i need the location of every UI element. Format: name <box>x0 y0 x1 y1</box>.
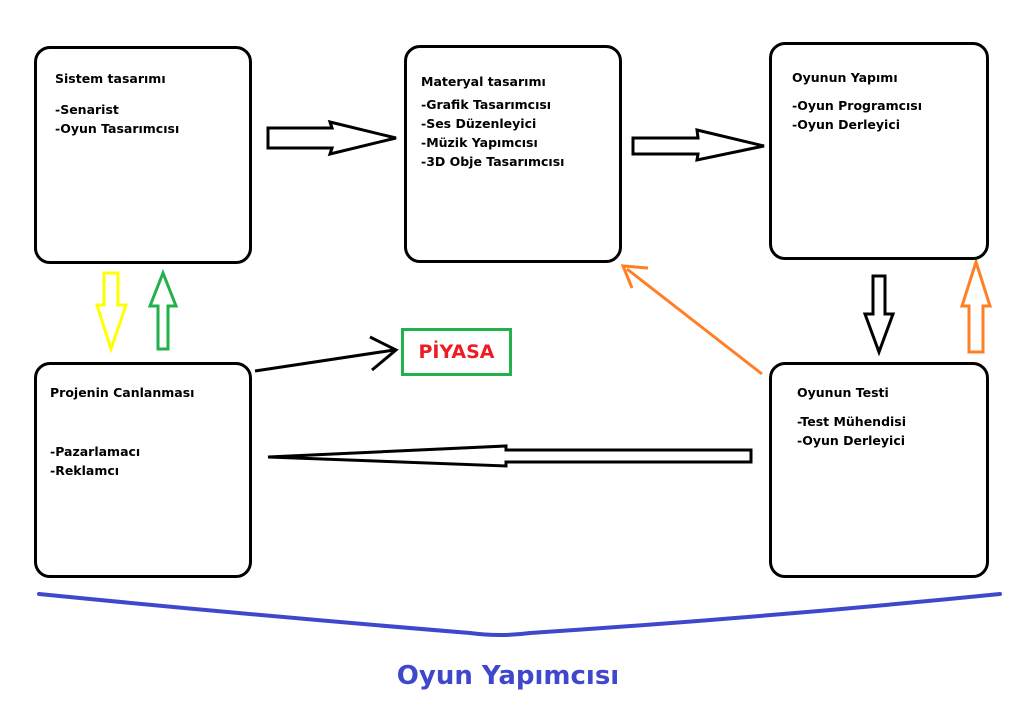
arrow-canlanma-to-sistem <box>147 268 179 351</box>
oyun-yapimcisi-brace <box>37 592 1002 637</box>
oyunun-yapimi-box: Oyunun Yapımı -Oyun Programcısı -Oyun De… <box>769 42 989 260</box>
arrow-sistem-to-canlanma <box>94 271 129 354</box>
oyunun-testi-box: Oyunun Testi -Test Mühendisi -Oyun Derle… <box>769 362 989 578</box>
role-item: -Müzik Yapımcısı <box>421 135 538 150</box>
arrow-yapim-to-testi <box>862 274 896 357</box>
role-item: -Grafik Tasarımcısı <box>421 97 552 112</box>
arrow-testi-to-materyal <box>620 264 763 376</box>
role-item: -Oyun Derleyici <box>792 117 901 132</box>
role-item: -Test Mühendisi <box>797 414 907 429</box>
arrow-sistem-to-materyal <box>266 119 397 157</box>
role-item: -3D Obje Tasarımcısı <box>421 154 565 169</box>
role-item: -Oyun Tasarımcısı <box>55 121 180 136</box>
box-title: Oyunun Testi <box>797 385 889 400</box>
arrow-testi-to-canlanma <box>267 444 753 468</box>
role-item: -Senarist <box>55 102 119 117</box>
role-item: -Ses Düzenleyici <box>421 116 537 131</box>
role-item: -Reklamcı <box>50 463 120 478</box>
box-title: Oyunun Yapımı <box>792 70 898 85</box>
piyasa-box: PİYASA <box>401 328 512 376</box>
sistem-tasarimi-box: Sistem tasarımı -Senarist -Oyun Tasarımc… <box>34 46 252 264</box>
projenin-canlanmasi-box: Projenin Canlanması -Pazarlamacı -Reklam… <box>34 362 252 578</box>
role-item: -Oyun Derleyici <box>797 433 906 448</box>
arrow-canlanma-to-piyasa <box>254 335 399 373</box>
box-title: Materyal tasarımı <box>421 74 546 89</box>
arrow-testi-to-yapim <box>959 257 993 354</box>
arrow-materyal-to-yapim <box>631 128 765 162</box>
oyun-yapimcisi-label: Oyun Yapımcısı <box>396 661 620 691</box>
materyal-tasarimi-box: Materyal tasarımı -Grafik Tasarımcısı -S… <box>404 45 622 263</box>
box-title: Sistem tasarımı <box>55 71 166 86</box>
box-title: Projenin Canlanması <box>50 385 195 400</box>
role-item: -Oyun Programcısı <box>792 98 923 113</box>
role-item: -Pazarlamacı <box>50 444 141 459</box>
